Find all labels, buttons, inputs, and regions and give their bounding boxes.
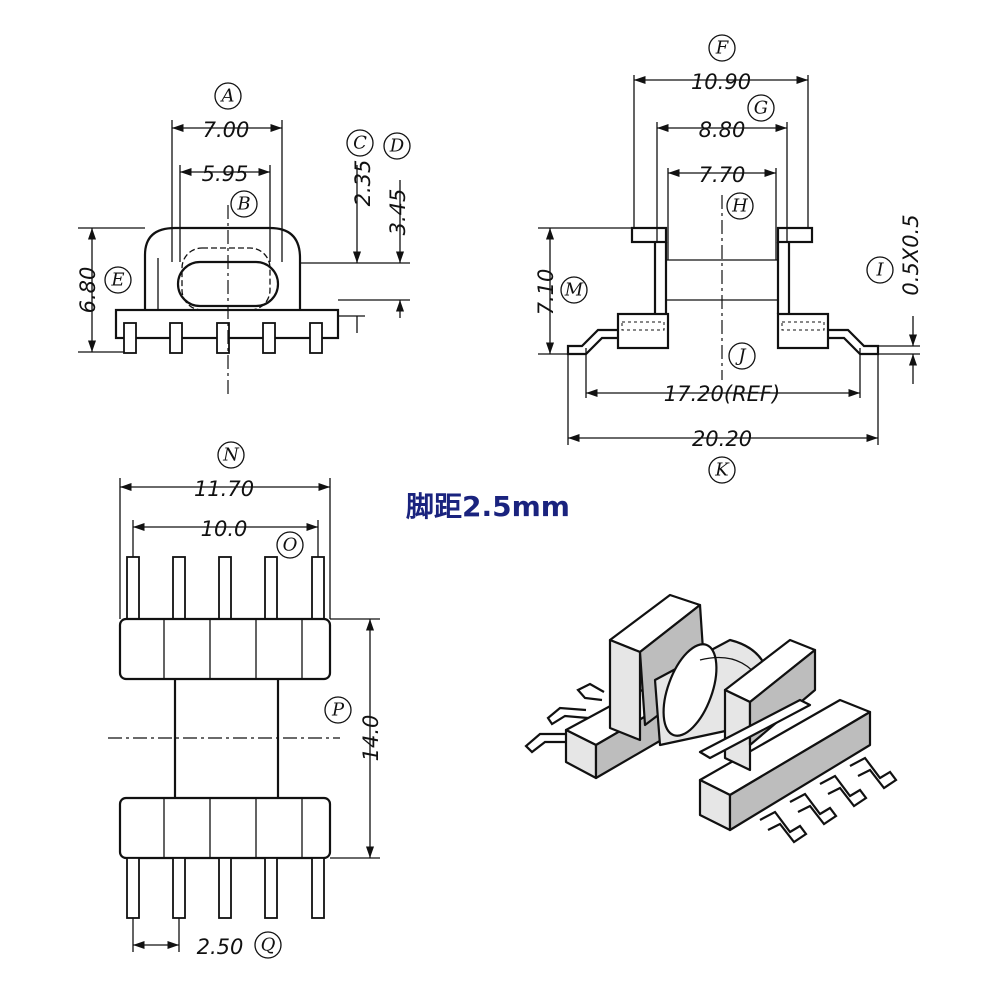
dim-n-value: 11.70	[194, 477, 254, 501]
label-g-circle: G	[747, 94, 775, 122]
dim-b-value: 5.95	[202, 162, 249, 186]
label-f-circle: F	[708, 34, 736, 62]
top-view-lower-pins	[126, 857, 325, 919]
svg-text:Q: Q	[261, 935, 276, 956]
label-j-circle: J	[728, 342, 756, 370]
svg-text:B: B	[236, 194, 250, 215]
reference-labels: A B C D E F G H I J K M N O P Q	[104, 34, 894, 959]
svg-text:H: H	[731, 196, 748, 217]
label-e-circle: E	[104, 266, 132, 294]
top-view	[108, 478, 380, 952]
label-c-circle: C	[346, 129, 374, 157]
label-b-circle: B	[230, 190, 258, 218]
label-p-circle: P	[324, 696, 352, 724]
label-o-circle: O	[276, 531, 304, 559]
label-m-circle: M	[560, 276, 588, 304]
svg-text:F: F	[715, 38, 730, 59]
dim-i-value: 0.5X0.5	[899, 214, 923, 295]
dim-p-value: 14.0	[359, 715, 383, 762]
front-view	[78, 120, 410, 395]
label-k-circle: K	[708, 456, 736, 484]
svg-text:G: G	[754, 98, 768, 119]
pin-pitch-note: 脚距2.5mm	[406, 490, 570, 523]
dim-a-value: 7.00	[203, 118, 250, 142]
dim-g-value: 8.80	[699, 118, 746, 142]
dim-m-value: 7.10	[534, 269, 558, 316]
svg-text:E: E	[110, 270, 124, 291]
svg-text:D: D	[389, 136, 405, 157]
dim-o-value: 10.0	[201, 517, 248, 541]
dim-e-value: 6.80	[76, 267, 100, 314]
front-view-pins	[123, 322, 323, 354]
label-a-circle: A	[214, 82, 242, 110]
svg-text:N: N	[222, 445, 240, 466]
dim-q-value: 2.50	[197, 935, 244, 959]
label-i-circle: I	[866, 256, 894, 284]
dimension-values: 7.00 5.95 2.35 3.45 6.80 10.90 8.80 7.70…	[76, 70, 923, 959]
dim-d-value: 3.45	[386, 189, 410, 236]
dim-c-value: 2.35	[351, 160, 375, 207]
svg-text:P: P	[331, 700, 345, 721]
svg-text:M: M	[564, 280, 584, 301]
svg-text:O: O	[283, 535, 298, 556]
svg-text:J: J	[734, 346, 747, 367]
svg-text:C: C	[353, 133, 367, 154]
label-h-circle: H	[726, 192, 754, 220]
label-n-circle: N	[217, 441, 245, 469]
label-d-circle: D	[383, 132, 411, 160]
svg-text:A: A	[220, 86, 235, 107]
top-view-upper-pins	[126, 556, 325, 620]
dim-k-value: 20.20	[692, 427, 752, 451]
isometric-view	[524, 593, 898, 844]
svg-text:I: I	[875, 260, 884, 281]
dim-f-value: 10.90	[691, 70, 751, 94]
label-q-circle: Q	[254, 931, 282, 959]
dim-j-value: 17.20(REF)	[664, 382, 780, 406]
svg-text:K: K	[714, 460, 730, 481]
dim-h-value: 7.70	[699, 163, 746, 187]
side-view	[538, 75, 920, 445]
